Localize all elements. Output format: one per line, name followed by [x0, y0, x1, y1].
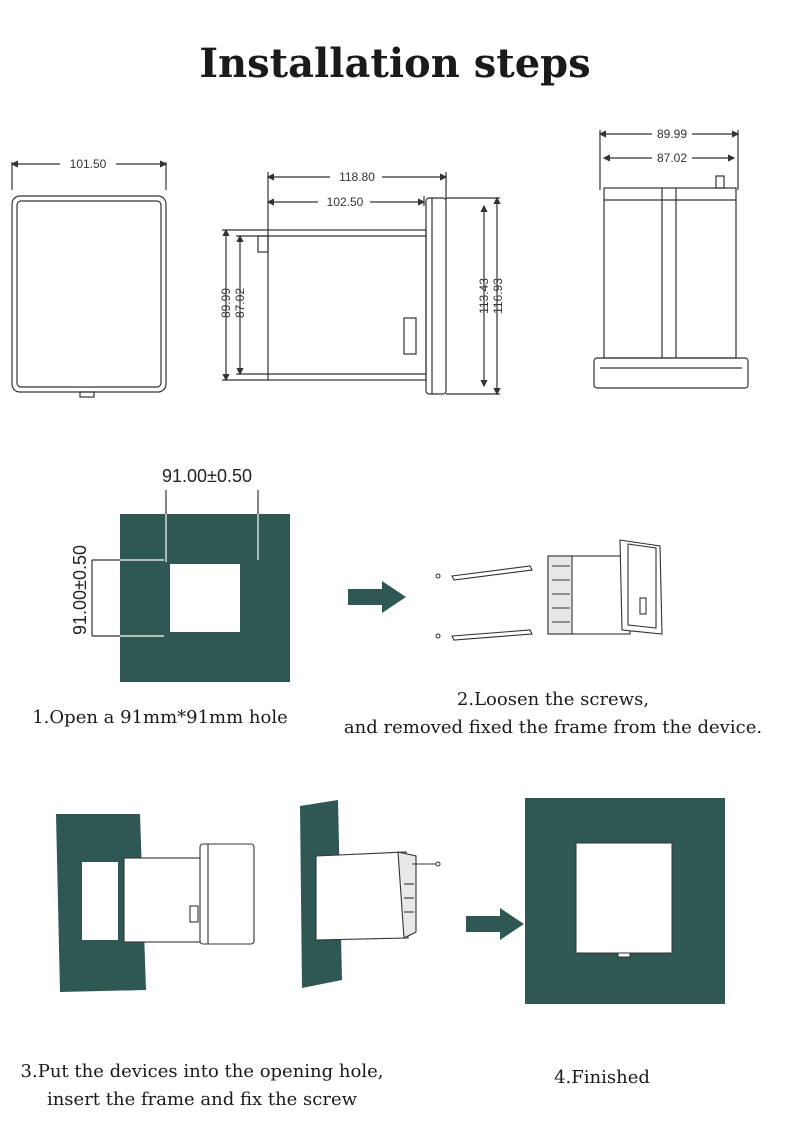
dim-side-body-h2: 87.02	[233, 288, 247, 318]
step2-caption-line1: 2.Loosen the screws,	[456, 689, 650, 710]
dim-side-front-h1: 113.43	[477, 278, 491, 314]
step4-caption-line1: 4.Finished	[554, 1067, 650, 1088]
dim-front-width: 101.50	[70, 157, 107, 171]
dim-side-front-h2: 116.93	[491, 278, 505, 314]
step3-caption-line1: 3.Put the devices into the opening hole,	[20, 1061, 384, 1082]
step1-panel-cutout	[91, 490, 290, 682]
arrow-right-icon-2	[466, 908, 524, 940]
step2-device-drawing	[435, 539, 663, 641]
cutout-width-label: 91.00±0.50	[162, 466, 252, 486]
dim-top-w1: 89.99	[657, 127, 687, 141]
page-title: Installation steps	[199, 40, 591, 87]
step4-finished-drawing	[525, 798, 725, 1004]
dim-side-total-width: 118.80	[339, 170, 375, 184]
step4-caption: 4.Finished	[500, 1064, 704, 1092]
cutout-height-label: 91.00±0.50	[70, 545, 90, 635]
front-view-drawing	[10, 160, 168, 398]
step3-caption-line2: insert the frame and fix the screw	[46, 1089, 358, 1110]
step2-caption-line2: and removed fixed the frame from the dev…	[343, 717, 763, 738]
dim-side-body-width: 102.50	[327, 195, 364, 209]
step3-caption: 3.Put the devices into the opening hole,…	[0, 1058, 404, 1114]
top-view-drawing	[593, 130, 749, 389]
step1-caption-line1: 1.Open a 91mm*91mm hole	[32, 707, 288, 728]
arrow-right-icon	[348, 581, 406, 613]
step1-caption: 1.Open a 91mm*91mm hole	[10, 704, 310, 732]
dim-side-body-h1: 89.99	[219, 288, 233, 318]
step3-insert-drawing	[56, 800, 441, 992]
step2-caption: 2.Loosen the screws, and removed fixed t…	[318, 686, 788, 742]
dim-top-w2: 87.02	[657, 151, 687, 165]
